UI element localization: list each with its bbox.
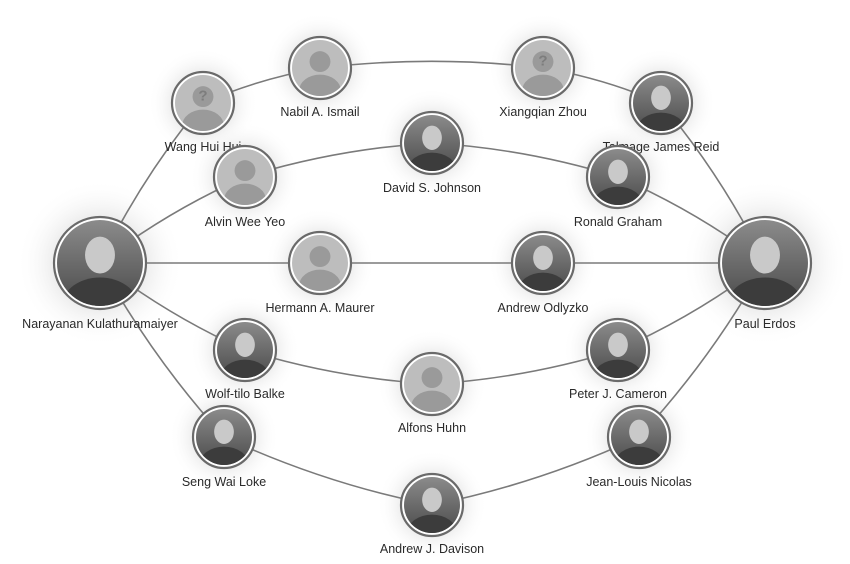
node-andrewo[interactable]: Andrew Odlyzko	[497, 230, 589, 315]
person-silhouette-body	[522, 74, 564, 96]
node-talmage[interactable]: Talmage James Reid	[603, 70, 720, 154]
node-name-label: Andrew Odlyzko	[497, 301, 588, 315]
person-shoulders-shape	[593, 359, 643, 378]
person-head-shape	[422, 125, 442, 150]
node-wang[interactable]: ? Wang Hui Hui	[165, 70, 242, 154]
node-hermann[interactable]: Hermann A. Maurer	[265, 230, 375, 315]
person-silhouette-icon	[309, 51, 331, 73]
node-name-label: Narayanan Kulathuramaiyer	[22, 317, 178, 331]
node-name-label: Nabil A. Ismail	[280, 105, 359, 119]
person-shoulders-shape	[593, 186, 643, 205]
node-wolf[interactable]: Wolf-tilo Balke	[205, 317, 285, 401]
node-andrewd[interactable]: Andrew J. Davison	[380, 472, 484, 556]
person-silhouette-icon	[421, 367, 443, 389]
question-mark-icon: ?	[538, 53, 547, 70]
person-silhouette-icon	[234, 160, 256, 182]
person-silhouette-body	[182, 109, 224, 131]
node-name-label: Jean-Louis Nicolas	[586, 475, 692, 489]
person-shoulders-shape	[407, 152, 457, 171]
node-alvin[interactable]: Alvin Wee Yeo	[205, 144, 285, 229]
node-ronald[interactable]: Ronald Graham	[574, 144, 662, 229]
person-head-shape	[651, 85, 671, 110]
node-xiangqian[interactable]: ? Xiangqian Zhou	[499, 35, 587, 119]
person-head-shape	[533, 245, 553, 270]
node-name-label: Andrew J. Davison	[380, 542, 484, 556]
person-silhouette-body	[299, 74, 341, 96]
person-shoulders-shape	[407, 514, 457, 533]
node-name-label: Paul Erdos	[734, 317, 795, 331]
person-silhouette-body	[299, 269, 341, 291]
node-name-label: Xiangqian Zhou	[499, 105, 587, 119]
person-shoulders-shape	[220, 359, 270, 378]
person-shoulders-shape	[62, 277, 138, 306]
node-narayanan[interactable]: Narayanan Kulathuramaiyer	[22, 215, 178, 332]
person-silhouette-icon	[532, 51, 554, 73]
node-name-label: Hermann A. Maurer	[265, 301, 374, 315]
person-silhouette-body	[224, 183, 266, 205]
node-alfons[interactable]: Alfons Huhn	[398, 351, 466, 435]
node-name-label: Ronald Graham	[574, 215, 662, 229]
person-head-shape	[214, 419, 234, 444]
person-silhouette-body	[411, 390, 453, 412]
node-name-label: David S. Johnson	[383, 181, 481, 195]
node-name-label: Alfons Huhn	[398, 421, 466, 435]
person-head-shape	[629, 419, 649, 444]
node-name-label: Seng Wai Loke	[182, 475, 266, 489]
person-nodes: Narayanan Kulathuramaiyer Paul Erdos? Wang…	[22, 35, 813, 556]
node-name-label: Wang Hui Hui	[165, 140, 242, 154]
node-name-label: Peter J. Cameron	[569, 387, 667, 401]
node-nabil[interactable]: Nabil A. Ismail	[280, 35, 360, 119]
person-shoulders-shape	[199, 446, 249, 465]
person-head-shape	[608, 159, 628, 184]
node-paul[interactable]: Paul Erdos	[717, 215, 813, 332]
person-shoulders-shape	[727, 277, 803, 306]
person-shoulders-shape	[518, 272, 568, 291]
node-seng[interactable]: Seng Wai Loke	[182, 404, 266, 489]
question-mark-icon: ?	[198, 88, 207, 105]
person-head-shape	[85, 236, 115, 274]
node-peter[interactable]: Peter J. Cameron	[569, 317, 667, 401]
person-head-shape	[750, 236, 780, 274]
person-silhouette-icon	[309, 246, 331, 268]
person-head-shape	[235, 332, 255, 357]
node-jeanlouis[interactable]: Jean-Louis Nicolas	[586, 404, 692, 489]
node-name-label: Alvin Wee Yeo	[205, 215, 285, 229]
person-shoulders-shape	[614, 446, 664, 465]
node-david[interactable]: David S. Johnson	[383, 110, 481, 195]
person-head-shape	[608, 332, 628, 357]
person-silhouette-icon	[192, 86, 214, 108]
person-head-shape	[422, 487, 442, 512]
person-shoulders-shape	[636, 112, 686, 131]
node-name-label: Wolf-tilo Balke	[205, 387, 285, 401]
